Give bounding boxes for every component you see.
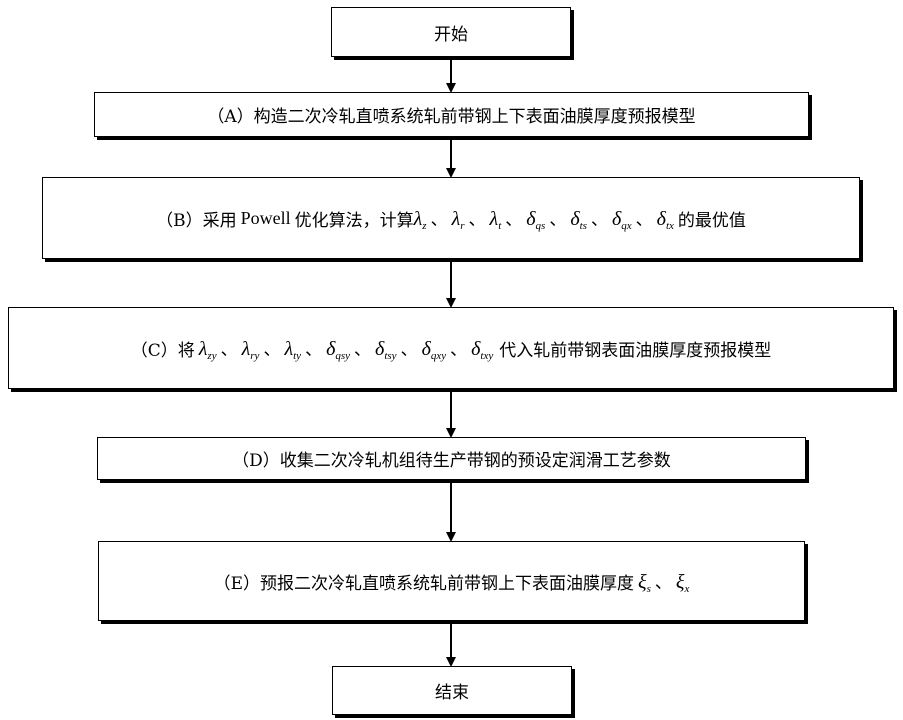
math-variable-base: λ: [284, 338, 293, 360]
step-b-text: 优化算法，计算: [295, 206, 414, 231]
math-variable: δtxy: [471, 338, 493, 360]
separator: 、: [450, 340, 467, 360]
step-e-box: （E）预报二次冷轧直喷系统轧前带钢上下表面油膜厚度 ξs、ξx: [98, 541, 805, 621]
separator: 、: [636, 210, 653, 230]
math-variable-subscript: txy: [480, 350, 493, 362]
math-variable-base: δ: [375, 338, 384, 360]
math-variable: δqsy: [326, 338, 350, 360]
step-b-method: Powell: [241, 208, 291, 229]
math-variable-base: ξ: [638, 571, 647, 593]
end-node: 结束: [332, 666, 572, 715]
math-variable: δts: [570, 208, 587, 230]
step-e-prefix: （E）预报二次冷轧直喷系统轧前带钢上下表面油膜厚度: [214, 569, 634, 594]
math-variable-base: δ: [422, 338, 431, 360]
step-a-box: （A）构造二次冷轧直喷系统轧前带钢上下表面油膜厚度预报模型: [94, 92, 809, 137]
step-c-prefix: （C）将: [131, 336, 195, 361]
step-c-variables: λzy、λry、λty、δqsy、δtsy、δqxy、δtxy: [199, 335, 494, 362]
separator: 、: [401, 340, 418, 360]
step-c-box: （C）将 λzy、λry、λty、δqsy、δtsy、δqxy、δtxy 代入轧…: [8, 307, 894, 389]
math-variable-subscript: qxy: [431, 350, 446, 362]
separator: 、: [305, 340, 322, 360]
math-variable: δtsy: [375, 338, 397, 360]
math-variable-base: δ: [326, 338, 335, 360]
math-variable: λty: [284, 338, 301, 360]
math-variable-subscript: ty: [293, 350, 301, 362]
math-variable-subscript: qs: [536, 220, 546, 232]
step-b-box: （B）采用 Powell 优化算法，计算 λz、λr、λt、δqs、δts、δq…: [42, 177, 860, 259]
math-variable-base: δ: [570, 208, 579, 230]
step-d-label: （D）收集二次冷轧机组待生产带钢的预设定润滑工艺参数: [232, 446, 671, 471]
separator: 、: [431, 210, 448, 230]
end-label: 结束: [435, 678, 469, 703]
step-b-variables: λz、λr、λt、δqs、δts、δqx、δtx: [414, 205, 674, 232]
math-variable: λz: [414, 208, 427, 230]
separator: 、: [221, 340, 238, 360]
separator: 、: [469, 210, 486, 230]
math-variable-subscript: ry: [250, 350, 259, 362]
math-variable-subscript: t: [498, 220, 501, 232]
math-variable-base: λ: [452, 208, 461, 230]
separator: 、: [263, 340, 280, 360]
math-variable-subscript: qsy: [335, 350, 350, 362]
step-b-suffix: 的最优值: [678, 206, 746, 231]
math-variable: δtx: [657, 208, 674, 230]
step-a-label: （A）构造二次冷轧直喷系统轧前带钢上下表面油膜厚度预报模型: [207, 102, 695, 127]
math-variable-base: δ: [612, 208, 621, 230]
math-variable: δqx: [612, 208, 632, 230]
start-node: 开始: [331, 7, 571, 57]
math-variable: ξx: [676, 571, 689, 593]
step-d-box: （D）收集二次冷轧机组待生产带钢的预设定润滑工艺参数: [97, 437, 806, 480]
separator: 、: [655, 573, 672, 593]
math-variable-subscript: z: [422, 220, 426, 232]
separator: 、: [354, 340, 371, 360]
math-variable: ξs: [638, 571, 651, 593]
math-variable-subscript: zy: [207, 350, 216, 362]
math-variable-base: λ: [242, 338, 251, 360]
math-variable: δqs: [526, 208, 545, 230]
math-variable-subscript: r: [460, 220, 464, 232]
math-variable-subscript: ts: [580, 220, 587, 232]
math-variable-base: λ: [490, 208, 499, 230]
separator: 、: [591, 210, 608, 230]
math-variable-base: δ: [657, 208, 666, 230]
math-variable: λzy: [199, 338, 217, 360]
math-variable-subscript: tsy: [384, 350, 396, 362]
math-variable: λt: [490, 208, 502, 230]
start-label: 开始: [434, 20, 468, 45]
step-b-prefix: （B）采用: [156, 206, 237, 231]
math-variable-subscript: s: [647, 583, 651, 595]
math-variable: λry: [242, 338, 260, 360]
math-variable-subscript: tx: [666, 220, 674, 232]
step-c-suffix: 代入轧前带钢表面油膜厚度预报模型: [499, 336, 771, 361]
math-variable-base: λ: [414, 208, 423, 230]
separator: 、: [549, 210, 566, 230]
separator: 、: [505, 210, 522, 230]
math-variable: λr: [452, 208, 465, 230]
math-variable-subscript: x: [684, 583, 689, 595]
math-variable-subscript: qx: [621, 220, 631, 232]
math-variable: δqxy: [422, 338, 447, 360]
step-e-variables: ξs、ξx: [638, 568, 689, 595]
math-variable-base: δ: [526, 208, 535, 230]
